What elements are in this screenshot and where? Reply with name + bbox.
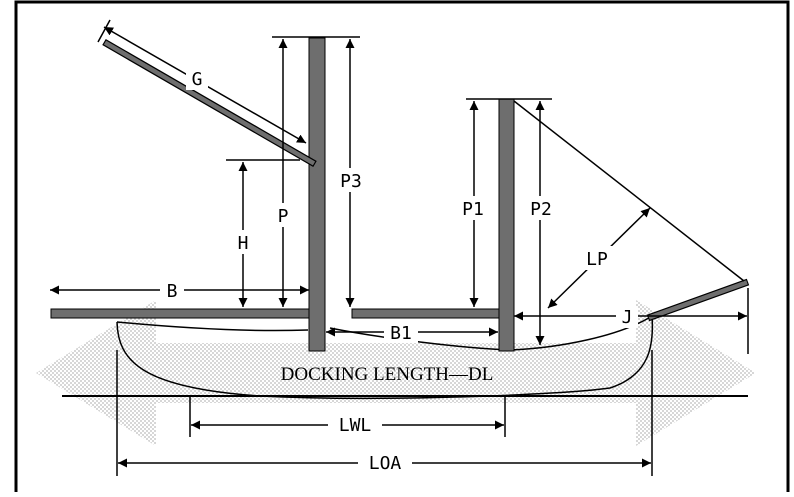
diagram-frame [14,0,790,497]
label-b: B [167,281,178,302]
bowsprit-fill [648,280,748,320]
label-bg-lp [580,246,614,270]
label-bg-lwl [328,414,382,436]
foremast [498,98,515,352]
label-docking-length: DOCKING LENGTH—DL [281,364,494,385]
boom-main [50,308,312,319]
label-bg-loa [358,452,412,474]
label-p1: P1 [462,199,484,220]
sheer-line-aft [116,321,309,332]
label-bg-p [272,203,294,227]
boom-fore [351,308,500,319]
ext-g [97,19,111,43]
label-bg-g [186,66,208,90]
label-bg-h [232,230,254,254]
label-g: G [192,69,203,90]
label-bg-p2 [524,196,558,220]
label-bg-b1 [384,321,418,343]
label-p2: P2 [530,199,552,220]
label-p: P [278,206,289,227]
label-j: J [622,307,633,328]
label-bg-p1 [456,196,490,220]
label-loa: LOA [369,453,402,474]
label-lp: LP [586,249,608,270]
label-lwl: LWL [339,415,372,436]
label-p3: P3 [340,171,362,192]
headstay [513,100,745,282]
hull-outline [116,315,654,400]
label-bg-j [616,306,638,328]
mainmast [308,37,326,352]
label-bg-b [160,279,184,301]
label-bg-p3 [335,168,367,192]
label-b1: B1 [390,323,412,344]
docking-length-arrow-band [36,300,756,446]
label-h: H [238,233,249,254]
